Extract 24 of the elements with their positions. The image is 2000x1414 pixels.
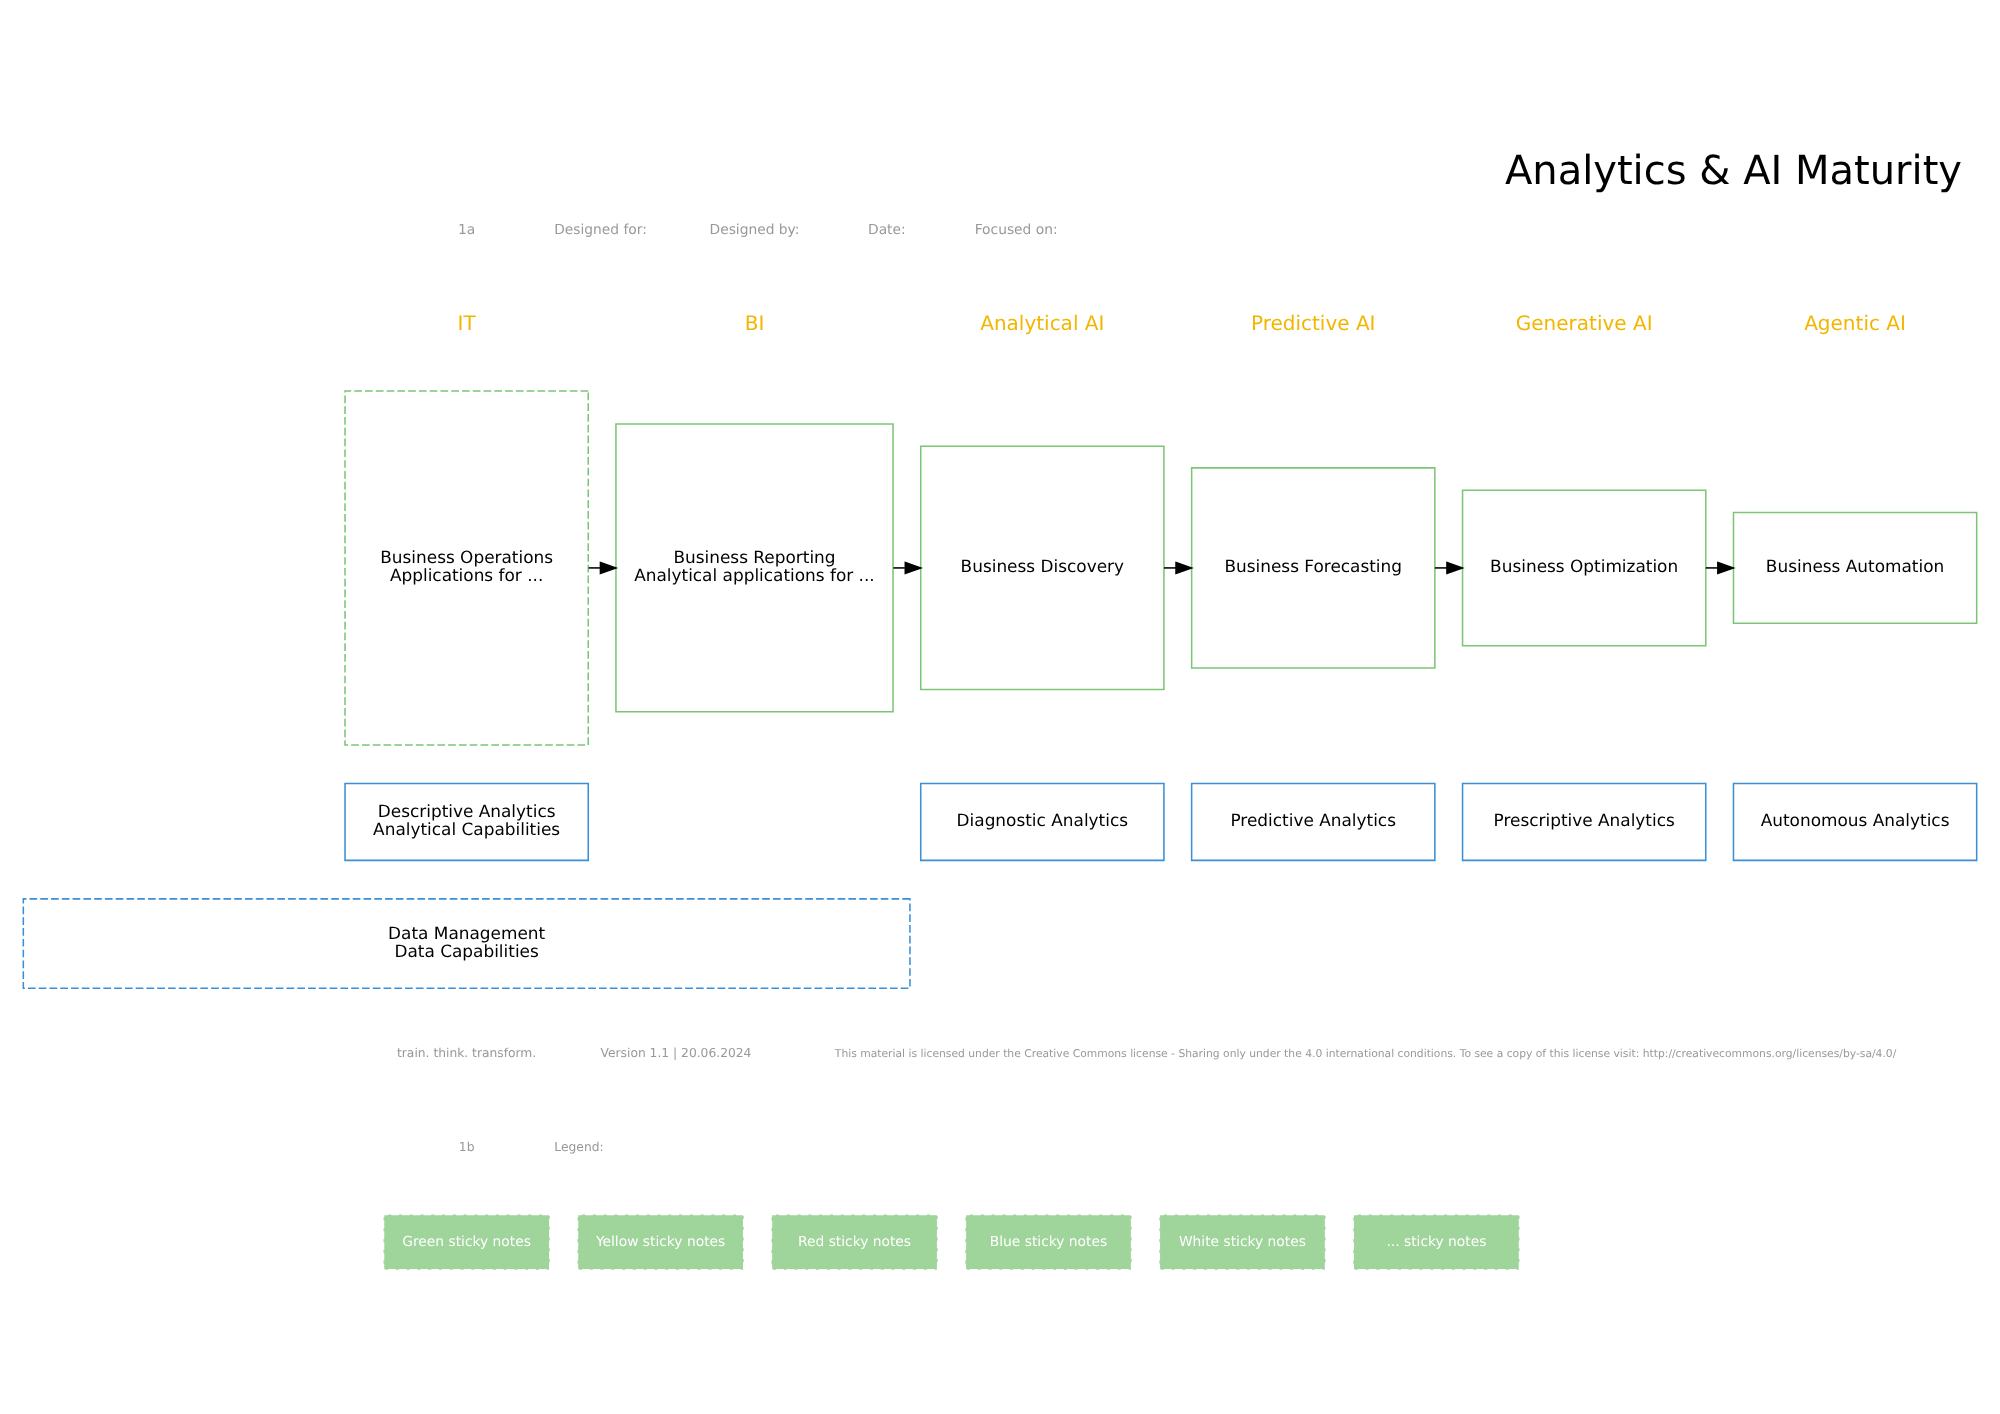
node-box: Business Reporting Analytical applications for ... [615, 422, 894, 712]
node-box: Descriptive Analytics Analytical Capabilities [344, 781, 589, 861]
arrow [587, 560, 619, 574]
node-box: Autonomous Analytics [1732, 781, 1978, 861]
arrow [1705, 560, 1736, 574]
node-box: Business Forecasting [1190, 466, 1436, 668]
arrow [1434, 560, 1465, 574]
node-box: Data Management Data Capabilities [22, 897, 911, 988]
node-box: Business Operations Applications for ... [344, 389, 589, 745]
node-box: Business Automation [1732, 510, 1978, 624]
arrow [892, 560, 924, 574]
diagram-title: Analytics & AI Maturity [1504, 145, 1963, 194]
node-box: Business Discovery [919, 444, 1165, 690]
label: Predictive AI [1250, 312, 1376, 335]
label: Analytical AI [980, 312, 1105, 335]
node-box: Prescriptive Analytics [1461, 781, 1707, 861]
label: BI [744, 312, 765, 335]
node-box: Predictive Analytics [1190, 781, 1436, 861]
node-box: Diagnostic Analytics [919, 781, 1165, 861]
label: IT [457, 312, 476, 335]
node-box: Business Optimization [1461, 488, 1707, 646]
arrow [1163, 560, 1194, 574]
label: Generative AI [1515, 312, 1653, 335]
label: Agentic AI [1804, 312, 1906, 335]
